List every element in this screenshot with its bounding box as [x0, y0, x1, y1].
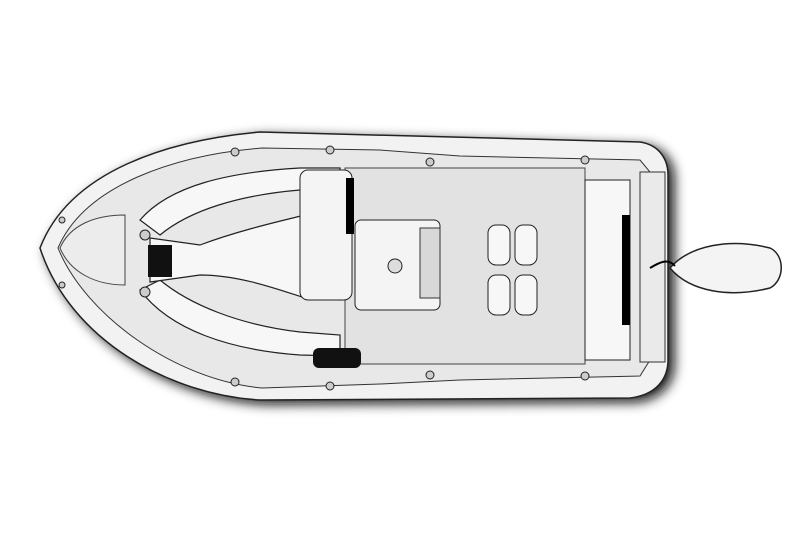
helm-panel: [419, 227, 441, 299]
outboard-motor: [669, 242, 782, 294]
bow-seat-cushion-dark: [148, 245, 172, 277]
cushion-bolster: [346, 178, 354, 234]
steering-wheel-icon: [387, 258, 403, 274]
console-front-seat: [299, 169, 353, 301]
deck-fittings: [58, 145, 590, 391]
cushion-bolster-lower: [313, 348, 361, 368]
bow-casting-deck: [59, 214, 126, 286]
helm-seats: [487, 224, 538, 316]
bow-seat-lower: [139, 279, 341, 357]
stern-bench-back: [622, 215, 630, 325]
steering-cable: [649, 260, 676, 269]
